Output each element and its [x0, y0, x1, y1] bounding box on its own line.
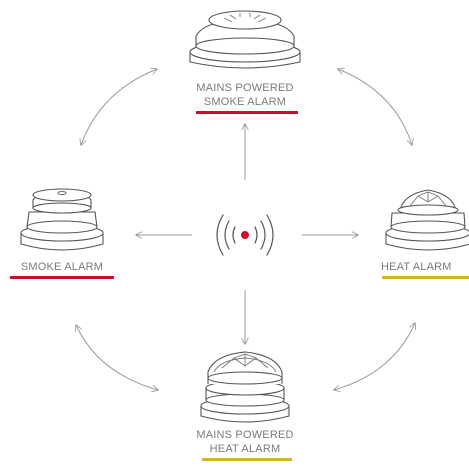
- right-label: HEAT ALARM: [381, 261, 452, 273]
- top-label-line1: MAINS POWERED: [196, 82, 294, 94]
- mains-heat-alarm-icon: [200, 351, 290, 423]
- link-arrow-top-left: [81, 69, 157, 145]
- right-label-underline: [382, 276, 469, 279]
- mains-smoke-alarm-icon: [189, 10, 301, 69]
- heat-alarm-icon: [385, 189, 469, 251]
- bottom-label-line2: HEAT ALARM: [209, 443, 281, 455]
- top-label-underline: [196, 111, 298, 114]
- left-label-underline: [10, 276, 114, 279]
- smoke-alarm-icon: [20, 188, 104, 251]
- link-arrow-right-bottom: [334, 323, 415, 390]
- bottom-label-line1: MAINS POWERED: [196, 429, 294, 441]
- link-arrow-top-right: [338, 69, 412, 145]
- top-label-line2: SMOKE ALARM: [203, 96, 287, 108]
- left-label: SMOKE ALARM: [20, 261, 104, 273]
- signal-dot: [241, 231, 249, 239]
- bottom-label-underline: [202, 458, 292, 461]
- link-arrow-left-bottom: [76, 325, 158, 390]
- wireless-signal-icon: [216, 214, 274, 256]
